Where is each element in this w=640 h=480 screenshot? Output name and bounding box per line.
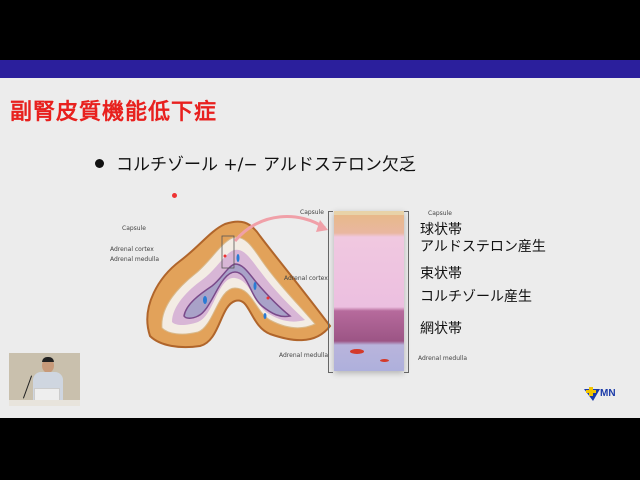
- section-label-capsule-left: Capsule: [300, 209, 324, 216]
- bullet-icon: [95, 159, 104, 168]
- section-label-capsule-right: Capsule: [428, 210, 452, 217]
- section-label-adrenal-cortex: Adrenal cortex: [284, 275, 328, 282]
- zone-fasciculata-hormone: コルチゾール産生: [420, 289, 532, 305]
- zone-glomerulosa: 球状帯: [420, 222, 462, 238]
- label-adrenal-cortex: Adrenal cortex: [110, 246, 154, 253]
- slide-header-bar: [0, 60, 640, 78]
- adrenal-histology-section: [334, 211, 404, 371]
- label-capsule: Capsule: [122, 225, 146, 232]
- mn-logo: MN: [584, 386, 628, 406]
- logo-text: MN: [600, 388, 616, 399]
- video-top-letterbox: [0, 0, 640, 60]
- zone-glomerulosa-hormone: アルドステロン産生: [420, 239, 546, 255]
- arrow-connector: [233, 215, 328, 242]
- laser-pointer-dot: [172, 193, 177, 198]
- lecture-slide: 副腎皮質機能低下症 コルチゾール +/− アルドステロン欠乏 Capsule A…: [0, 78, 640, 418]
- presenter-webcam: [9, 353, 80, 406]
- adrenal-gland-illustration: [146, 220, 332, 349]
- bullet-point: コルチゾール +/− アルドステロン欠乏: [95, 150, 416, 175]
- zone-fasciculata: 束状帯: [420, 266, 462, 282]
- slide-title: 副腎皮質機能低下症: [10, 100, 218, 125]
- zone-reticularis: 網状帯: [420, 321, 462, 337]
- bullet-text: コルチゾール +/− アルドステロン欠乏: [116, 155, 416, 175]
- video-bottom-letterbox: [0, 418, 640, 480]
- section-label-adrenal-medulla-left: Adrenal medulla: [279, 352, 329, 359]
- label-adrenal-medulla: Adrenal medulla: [110, 256, 160, 263]
- section-label-adrenal-medulla-right: Adrenal medulla: [418, 355, 468, 362]
